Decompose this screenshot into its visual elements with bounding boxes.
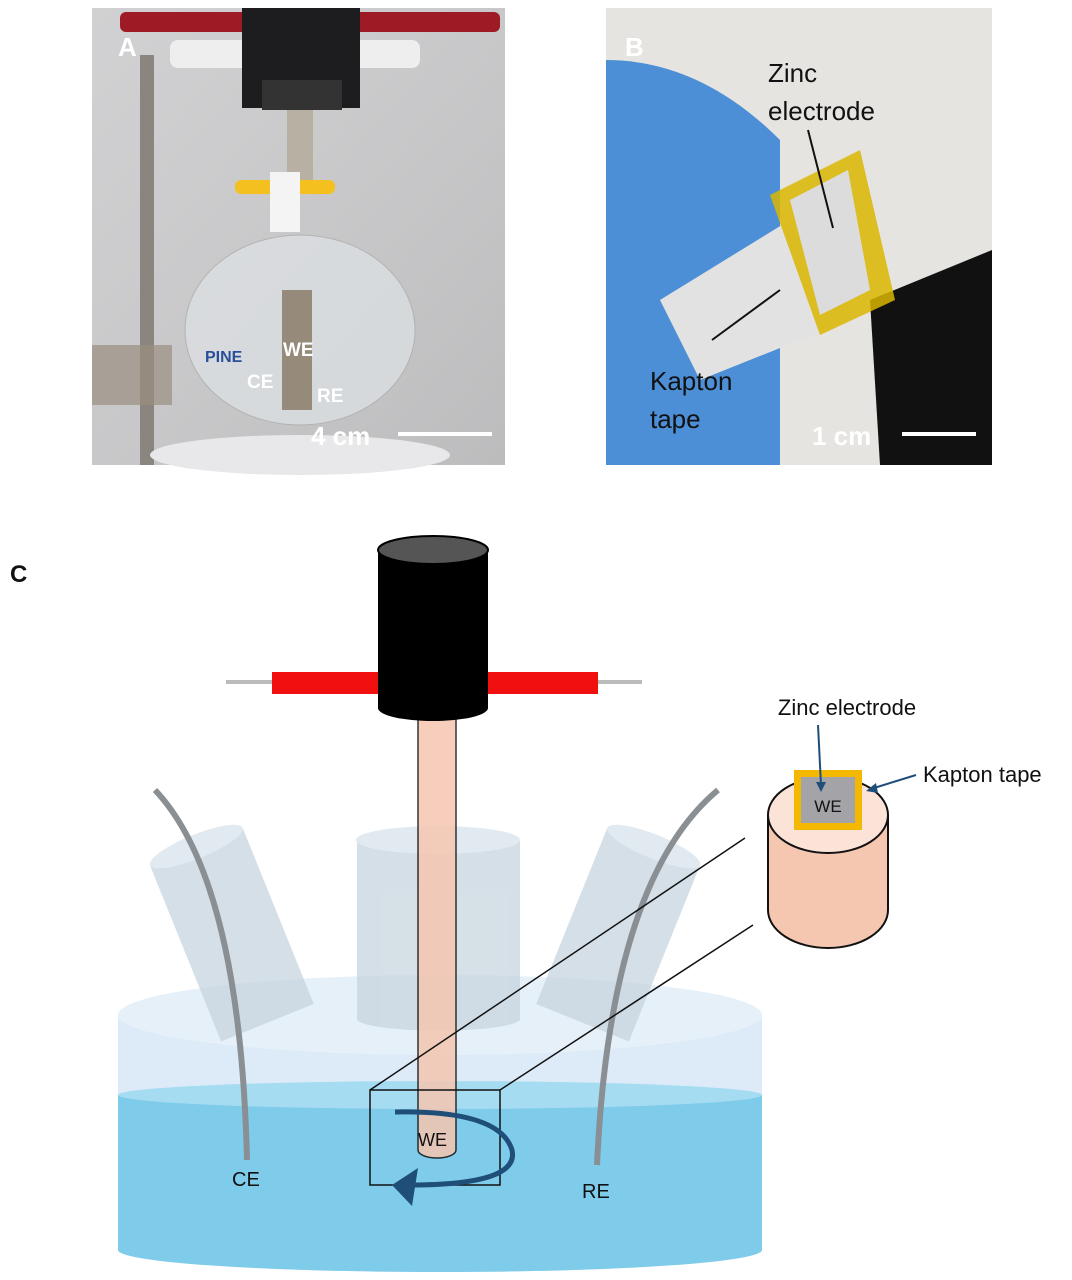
scale-label-b: 1 cm bbox=[812, 421, 871, 451]
scale-label-a: 4 cm bbox=[311, 421, 370, 451]
kapton-pointer-icon bbox=[873, 774, 917, 789]
working-electrode-rod bbox=[417, 714, 457, 1159]
scale-bar-a bbox=[398, 432, 492, 436]
re-label: RE bbox=[582, 1181, 610, 1203]
we-label: WE bbox=[418, 1130, 447, 1150]
photo-label-ce: CE bbox=[247, 372, 273, 393]
photo-kapton-label-line2: tape bbox=[650, 404, 701, 434]
zinc-pointer-icon bbox=[817, 724, 822, 786]
photo-zinc-label-line2: electrode bbox=[768, 96, 875, 126]
photo-label-we: WE bbox=[283, 340, 314, 361]
rotation-arrow-icon bbox=[394, 1109, 516, 1188]
reference-electrode-wire bbox=[594, 787, 720, 1166]
electrode-inset bbox=[767, 770, 889, 949]
rotator-head bbox=[226, 535, 642, 721]
photo-a bbox=[92, 8, 505, 475]
ce-label: CE bbox=[232, 1169, 260, 1191]
counter-electrode-wire bbox=[152, 787, 250, 1161]
photo-kapton-label-line1: Kapton bbox=[650, 366, 732, 396]
photo-zinc-label-line1: Zinc bbox=[768, 58, 817, 88]
panel-b-label: B bbox=[625, 32, 644, 62]
inset-we-label: WE bbox=[814, 797, 841, 816]
zinc-electrode-label: Zinc electrode bbox=[778, 695, 916, 720]
brand-logo-text: PINE bbox=[205, 349, 243, 366]
panel-c-label: C bbox=[10, 561, 27, 588]
photo-b bbox=[606, 8, 992, 465]
kapton-tape-label: Kapton tape bbox=[923, 762, 1042, 787]
rotation-arrowhead-icon bbox=[392, 1168, 418, 1206]
photo-label-re: RE bbox=[317, 386, 343, 407]
zinc-electrode bbox=[801, 777, 855, 823]
scale-bar-b bbox=[902, 432, 976, 436]
panel-a-label: A bbox=[118, 32, 137, 62]
